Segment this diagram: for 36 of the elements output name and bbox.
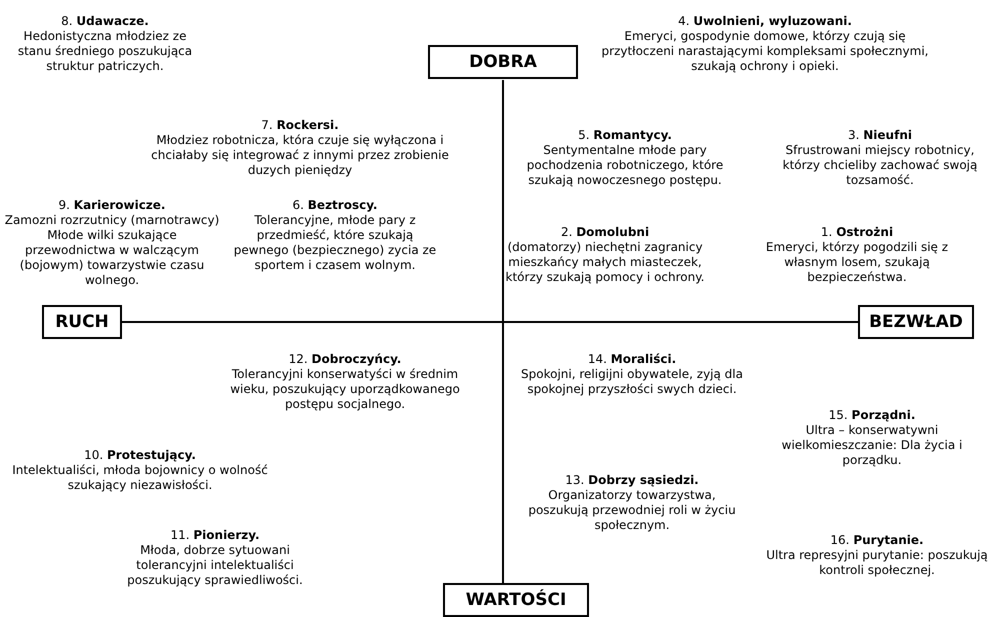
axis-label-box: WARTOŚCI (443, 583, 589, 617)
segment-heading: 12. Dobroczyńcy. (288, 352, 402, 367)
segment-description: Emeryci, którzy pogodzili się z własnym losem, szukają bezpieczeństwa. (764, 240, 950, 285)
segment-heading: 15. Porządni. (828, 408, 916, 423)
segment-heading: 1. Ostrożni (820, 225, 894, 240)
segment-description: Zamozni rozrzutnicy (marnotrawcy) Młode wilki szukające przewodnictwa w walczącym (bojowym) towarzystwie czasu wolnego. (4, 213, 220, 288)
axis-label-box: RUCH (42, 305, 122, 339)
segment-description: Emeryci, gospodynie domowe, którzy czują się przytłoczeni narastającymi kompleksami społecznymi, szukają ochrony i opieki. (600, 29, 930, 74)
segment-description: Intelektualiści, młoda bojownicy o wolność szukający niezawisłości. (11, 463, 269, 493)
segment-description: Spokojni, religijni obywatele, zyją dla spokojnej przyszłości swych dzieci. (520, 367, 744, 397)
segment-description: Hedonistyczna młodziez ze stanu średniego poszukująca struktur patriczych. (16, 29, 194, 74)
segment-heading: 5. Romantycy. (577, 128, 673, 143)
segment-description: Ultra – konserwatywni wielkomieszczanie: Dla życia i porządku. (780, 423, 964, 468)
segment-description: Tolerancyjni konserwatyści w średnim wieku, poszukujący uporządkowanego postępu socjalnego. (229, 367, 461, 412)
segment-description: Tolerancyjne, młode pary z przedmieść, które szukają pewnego (bezpiecznego) zycia ze sportem i czasem wolnym. (232, 213, 438, 273)
segment-heading: 11. Pionierzy. (169, 528, 261, 543)
segment-heading: 14. Moraliści. (586, 352, 678, 367)
segment-heading: 9. Karierowicze. (58, 198, 166, 213)
segment-description: Młoda, dobrze sytuowani tolerancyjni intelektualiści poszukujący sprawiedliwości. (126, 543, 304, 588)
segment-heading: 3. Nieufni (847, 128, 913, 143)
segment-heading: 13. Dobrzy sąsiedzi. (564, 473, 700, 488)
segment-description: (domatorzy) niechętni zagranicy mieszkańcy małych miasteczek, którzy szukają pomocy i ochrony. (505, 240, 705, 285)
segment-description: Młodziez robotnicza, która czuje się wyłączona i chciałaby się integrować z innymi przez zrobienie duzych pieniędzy (150, 133, 450, 178)
segment-heading: 10. Protestujący. (83, 448, 197, 463)
segment-description: Ultra represyjni purytanie: poszukują kontroli społecznej. (765, 548, 989, 578)
segment-heading: 16. Purytanie. (829, 533, 925, 548)
segment-heading: 6. Beztroscy. (292, 198, 378, 213)
axis-label-box: DOBRA (428, 45, 578, 79)
segment-heading: 2. Domolubni (560, 225, 650, 240)
segment-description: Sentymentalne młode pary pochodzenia robotniczego, które szukają nowoczesnego postępu. (526, 143, 724, 188)
segment-heading: 8. Udawacze. (60, 14, 150, 29)
segment-description: Sfrustrowani miejscy robotnicy, którzy chcieliby zachować swoją tozsamość. (782, 143, 978, 188)
segment-description: Organizatorzy towarzystwa, poszukują przewodniej roli w życiu społecznym. (527, 488, 737, 533)
segment-heading: 7. Rockersi. (260, 118, 340, 133)
segment-heading: 4. Uwolnieni, wyluzowani. (677, 14, 853, 29)
axis-label-box: BEZWŁAD (858, 305, 974, 339)
